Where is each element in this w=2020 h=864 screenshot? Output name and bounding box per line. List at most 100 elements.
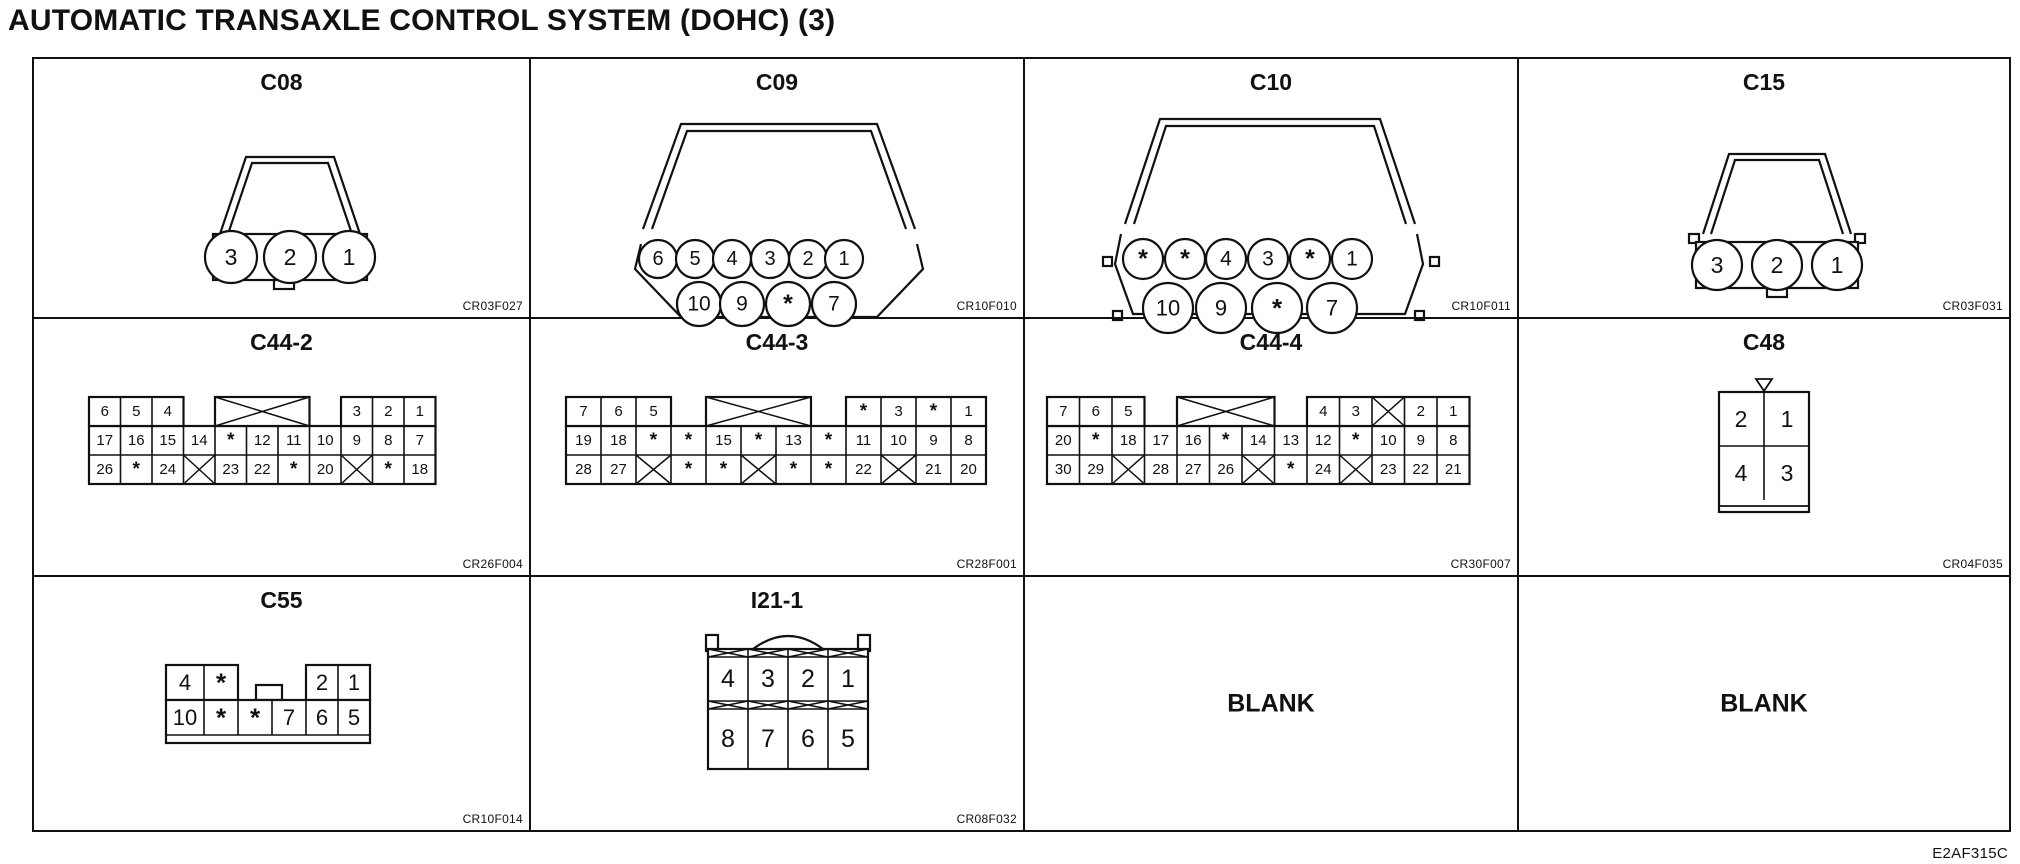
pin-label: 1 bbox=[841, 665, 855, 693]
pin-label: 4 bbox=[1220, 248, 1232, 271]
pin-cavity bbox=[1288, 237, 1332, 281]
pin-label: * bbox=[790, 459, 798, 480]
pin-label: 1 bbox=[1831, 252, 1844, 278]
figure-code: CR30F007 bbox=[1450, 557, 1511, 571]
unused-pin-cross bbox=[705, 396, 812, 427]
pin-label: 17 bbox=[1152, 432, 1169, 449]
pin-label: 3 bbox=[764, 248, 775, 270]
pin-label: 1 bbox=[343, 244, 356, 270]
connector-tab bbox=[1687, 232, 1701, 245]
pin-label: 4 bbox=[1735, 460, 1748, 486]
pin-label: * bbox=[1352, 430, 1360, 451]
pin-label: 22 bbox=[855, 461, 872, 478]
pin-label: 10 bbox=[173, 705, 197, 730]
pin-cavity bbox=[1204, 237, 1248, 281]
pin-label: 9 bbox=[736, 293, 748, 316]
pin-label: 2 bbox=[1771, 252, 1784, 278]
pin-label: 12 bbox=[1315, 432, 1332, 449]
connector-housing bbox=[1123, 117, 1417, 225]
pin-label: 3 bbox=[761, 665, 775, 693]
pin-label: 8 bbox=[1449, 432, 1457, 449]
blank-cell: BLANK bbox=[1025, 577, 1517, 830]
pin-label: 1 bbox=[416, 403, 424, 420]
unused-pin-cross bbox=[635, 454, 672, 485]
connector-name: C44-4 bbox=[1239, 329, 1303, 355]
pin-label: 14 bbox=[191, 432, 208, 449]
connector-c15-diagram: 3 2 1 bbox=[1687, 152, 1867, 299]
unused-pin-cross bbox=[707, 700, 749, 710]
pin-label: 10 bbox=[890, 432, 907, 449]
pin-label: 3 bbox=[1711, 252, 1724, 278]
connector-name: I21-1 bbox=[750, 587, 804, 613]
pin-label: 3 bbox=[1262, 248, 1274, 271]
pin-cavity bbox=[1690, 238, 1744, 292]
connector-housing bbox=[1701, 152, 1853, 235]
pin-label: * bbox=[825, 430, 833, 451]
pin-label: * bbox=[1305, 245, 1315, 273]
pin-label: 2 bbox=[1417, 403, 1425, 420]
pin-label: 20 bbox=[1055, 432, 1072, 449]
pin-label: * bbox=[1180, 245, 1190, 273]
unused-pin-cross bbox=[214, 396, 310, 427]
connector-tab bbox=[1413, 309, 1426, 322]
connector-housing bbox=[218, 155, 362, 235]
pin-label: * bbox=[290, 459, 298, 480]
pin-label: 1 bbox=[964, 403, 972, 420]
pin-cavity bbox=[1330, 237, 1374, 281]
pin-label: 14 bbox=[1250, 432, 1267, 449]
pin-label: 29 bbox=[1087, 461, 1104, 478]
pin-cavity bbox=[1194, 281, 1248, 335]
pin-label: 3 bbox=[225, 244, 238, 270]
connector-housing bbox=[1132, 124, 1408, 225]
pin-label: 16 bbox=[1185, 432, 1202, 449]
pin-label: * bbox=[650, 430, 658, 451]
pin-cavity bbox=[1121, 237, 1165, 281]
unused-pin-cross bbox=[880, 454, 917, 485]
pin-label: 2 bbox=[801, 665, 815, 693]
figure-code: CR10F011 bbox=[1451, 299, 1511, 313]
pin-label: 18 bbox=[1120, 432, 1137, 449]
pin-label: * bbox=[216, 703, 227, 733]
document-code: E2AF315C bbox=[1932, 845, 2008, 862]
pin-label: * bbox=[133, 459, 141, 480]
pin-label: 8 bbox=[384, 432, 392, 449]
figure-code: CR08F032 bbox=[956, 812, 1017, 826]
pin-label: 30 bbox=[1055, 461, 1072, 478]
connector-body bbox=[164, 698, 372, 745]
connector-tab bbox=[1101, 255, 1114, 268]
pin-label: 22 bbox=[254, 461, 271, 478]
pin-label: 26 bbox=[96, 461, 113, 478]
pin-label: 3 bbox=[353, 403, 361, 420]
connector-cell-c15: C15 3 2 1 CR03F031 bbox=[1519, 59, 2009, 317]
pin-label: * bbox=[385, 459, 393, 480]
unused-pin-cross bbox=[1339, 454, 1373, 485]
unused-pin-cross bbox=[787, 700, 829, 710]
unused-pin-cross bbox=[747, 648, 789, 658]
pin-label: 5 bbox=[132, 403, 140, 420]
pin-label: 27 bbox=[610, 461, 627, 478]
pin-label: 20 bbox=[317, 461, 334, 478]
pin-label: 13 bbox=[1282, 432, 1299, 449]
pin-label: * bbox=[1092, 430, 1100, 451]
unused-pin-cross bbox=[340, 454, 374, 485]
pin-label: 10 bbox=[687, 293, 710, 316]
pin-label: 1 bbox=[1449, 403, 1457, 420]
figure-code: CR03F031 bbox=[1942, 299, 2003, 313]
pin-label: * bbox=[755, 430, 763, 451]
pin-label: 7 bbox=[761, 725, 775, 753]
pin-label: 24 bbox=[159, 461, 176, 478]
pin-label: 9 bbox=[353, 432, 361, 449]
connector-name: C15 bbox=[1742, 69, 1786, 95]
unused-pin-cross bbox=[1241, 454, 1275, 485]
pin-label: * bbox=[685, 430, 693, 451]
connector-housing bbox=[650, 129, 908, 230]
